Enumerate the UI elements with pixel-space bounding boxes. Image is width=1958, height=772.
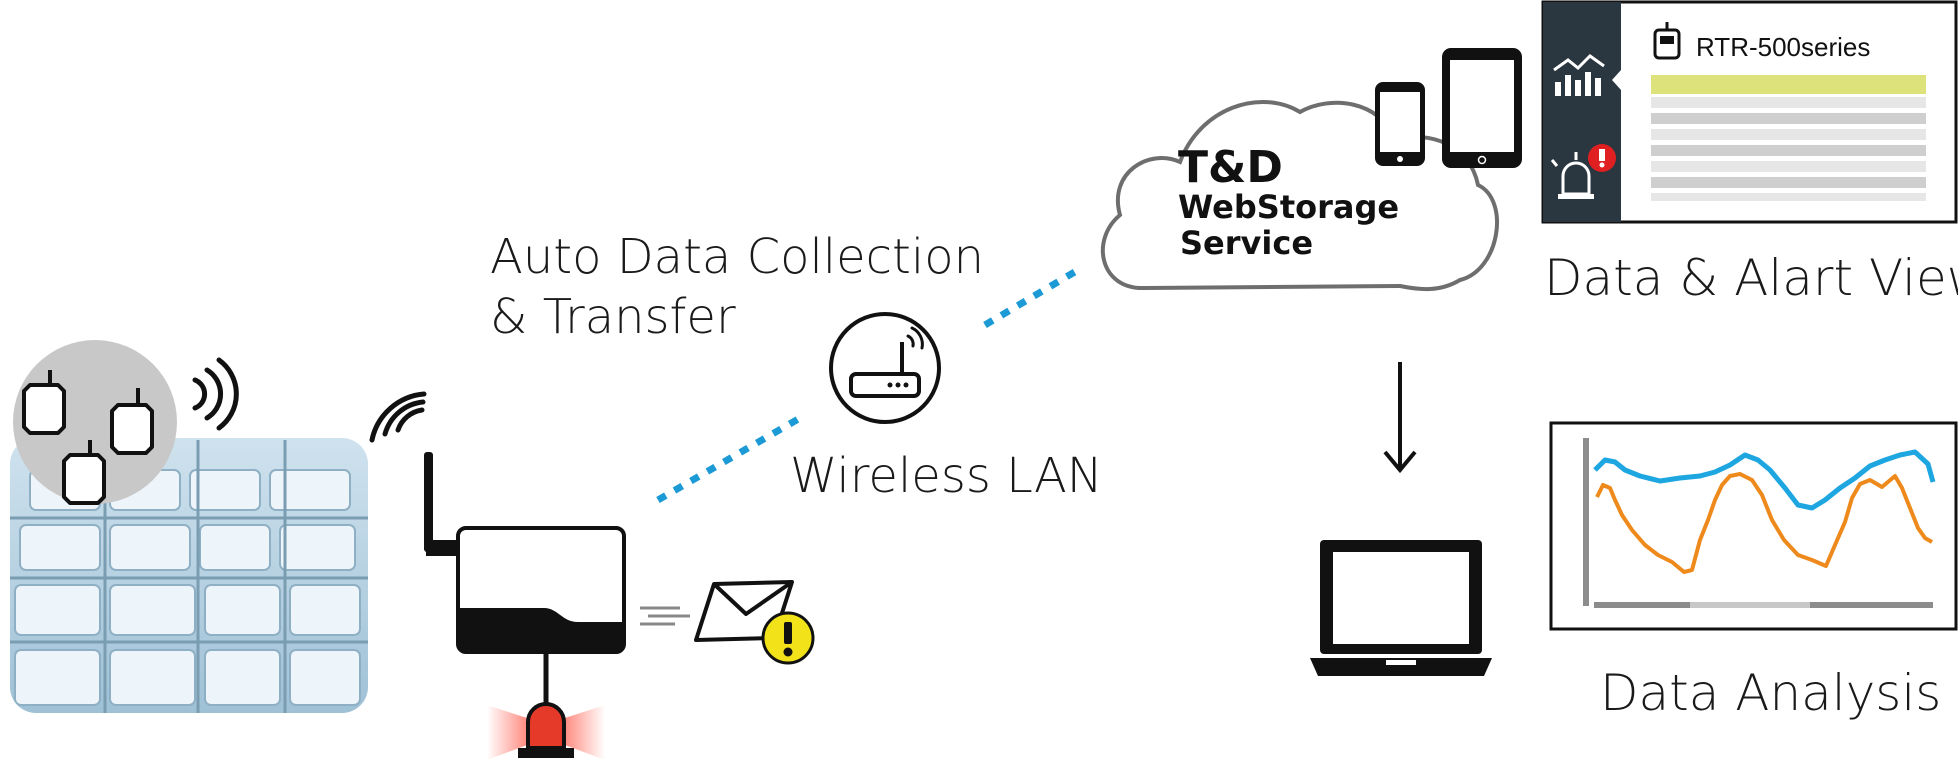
cloud: T&D WebStorage Service [1100,100,1499,292]
data-analysis-label: Data Analysis [1600,664,1941,722]
auto-collection-label-1: Auto Data Collection [490,229,984,285]
cloud-title-line2: WebStorage [1178,188,1399,226]
wifi-signal-icon [192,357,239,431]
logger-small-icon [1653,22,1681,60]
cloud-title-line3: Service [1180,224,1313,262]
laptop-icon [1310,540,1492,676]
logger-group [13,340,177,505]
warning-icon [761,611,815,665]
chart-line-blue [1593,449,1936,511]
wireless-lan-label: Wireless LAN [790,448,1103,504]
wireless-link [656,266,1080,504]
storage-photo [10,438,368,713]
alarm-icon [1550,144,1616,199]
panel-product-name: RTR-500series [1696,32,1870,62]
cloud-title-line1: T&D [1178,142,1283,193]
down-arrow-icon [1383,362,1417,474]
panel-table-rows [1651,97,1926,201]
smartphone-icon [1375,82,1425,166]
panel-highlight-row [1651,75,1926,94]
base-station [424,452,626,712]
data-alert-panel: RTR-500series [1541,0,1958,224]
data-alert-view-label: Data & Alart View [1544,249,1958,307]
chart-icon [1553,54,1605,96]
base-station-signal-icon [369,391,427,443]
beacon-light-icon [487,702,605,760]
analysis-panel [1549,421,1958,631]
tablet-icon [1442,48,1522,168]
router-icon [829,312,941,424]
chart-line-orange [1595,472,1933,574]
auto-collection-label-2: & Transfer [490,289,736,345]
logger-icon [22,370,154,505]
